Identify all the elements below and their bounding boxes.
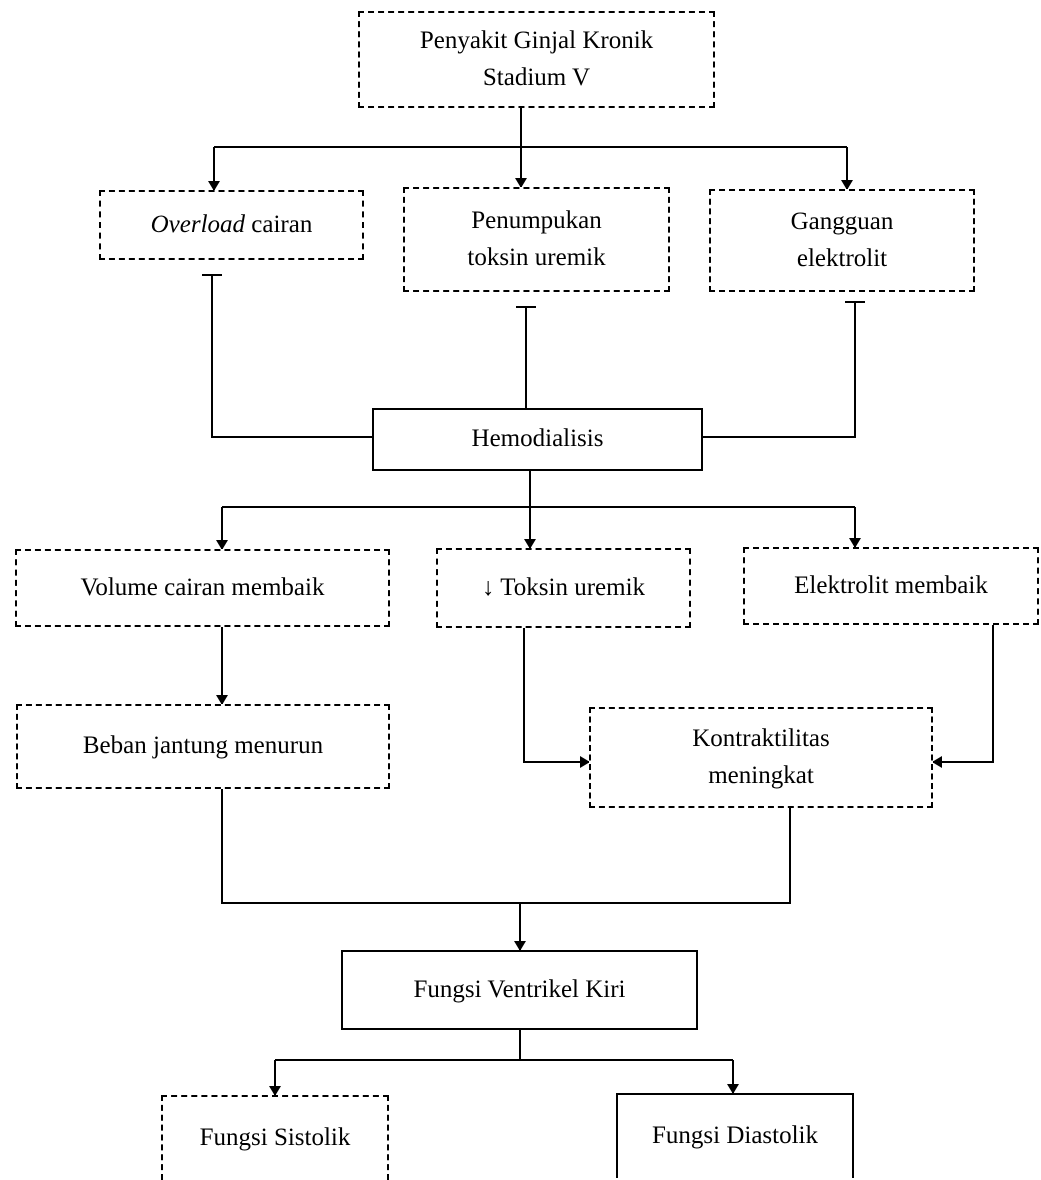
- node-elektrolit-baik-label: Elektrolit membaik: [794, 571, 988, 599]
- node-volume-cairan-membaik: Volume cairan membaik: [15, 549, 390, 627]
- node-diastolik-label: Fungsi Diastolik: [652, 1122, 818, 1150]
- node-gangguan-elektrolit: Gangguan elektrolit: [709, 189, 975, 292]
- arrow-toksin-to-kontraktilitas: [523, 628, 590, 768]
- node-kontraktilitas-line2: meningkat: [708, 761, 814, 789]
- arrow-elektrolit-to-kontraktilitas: [932, 625, 994, 768]
- node-penumpukan-toksin: Penumpukan toksin uremik: [403, 187, 670, 292]
- node-overload-rest: cairan: [245, 210, 313, 238]
- node-toksin-down-label: ↓ Toksin uremik: [481, 573, 646, 601]
- node-elektrolit-membaik: Elektrolit membaik: [743, 547, 1039, 625]
- node-hemodialisis-label: Hemodialisis: [471, 425, 604, 453]
- node-beban-jantung-menurun: Beban jantung menurun: [16, 704, 390, 789]
- node-overload-cairan: Overload cairan: [99, 190, 364, 260]
- node-fungsi-sistolik: Fungsi Sistolik: [161, 1095, 389, 1180]
- node-volume-label: Volume cairan membaik: [80, 573, 325, 601]
- node-overload-text: Overload cairan: [151, 207, 313, 243]
- node-ventrikel-label: Fungsi Ventrikel Kiri: [413, 975, 626, 1003]
- node-sistolik-label: Fungsi Sistolik: [199, 1124, 351, 1152]
- connector-merge: [221, 789, 791, 904]
- inhibit-overload-line: [211, 275, 372, 438]
- node-ckd-line1: Penyakit Ginjal Kronik: [419, 27, 654, 55]
- node-toksin-line1: Penumpukan: [471, 207, 602, 235]
- node-ckd-stage-v: Penyakit Ginjal Kronik Stadium V: [358, 11, 715, 108]
- node-elektrolit-line2: elektrolit: [796, 244, 888, 272]
- node-kontraktilitas-line1: Kontraktilitas: [692, 725, 830, 753]
- node-fungsi-ventrikel-kiri: Fungsi Ventrikel Kiri: [341, 950, 698, 1030]
- inhibit-elektrolit-line: [703, 302, 856, 438]
- node-elektrolit-line1: Gangguan: [790, 208, 894, 236]
- node-overload-italic: Overload: [150, 210, 246, 238]
- node-kontraktilitas-meningkat: Kontraktilitas meningkat: [589, 707, 933, 808]
- node-toksin-uremik-turun: ↓ Toksin uremik: [436, 548, 691, 628]
- node-hemodialisis: Hemodialisis: [372, 408, 703, 471]
- node-ckd-line2: Stadium V: [482, 63, 591, 91]
- node-beban-label: Beban jantung menurun: [82, 732, 324, 760]
- node-toksin-line2: toksin uremik: [467, 243, 606, 271]
- node-fungsi-diastolik: Fungsi Diastolik: [616, 1093, 854, 1178]
